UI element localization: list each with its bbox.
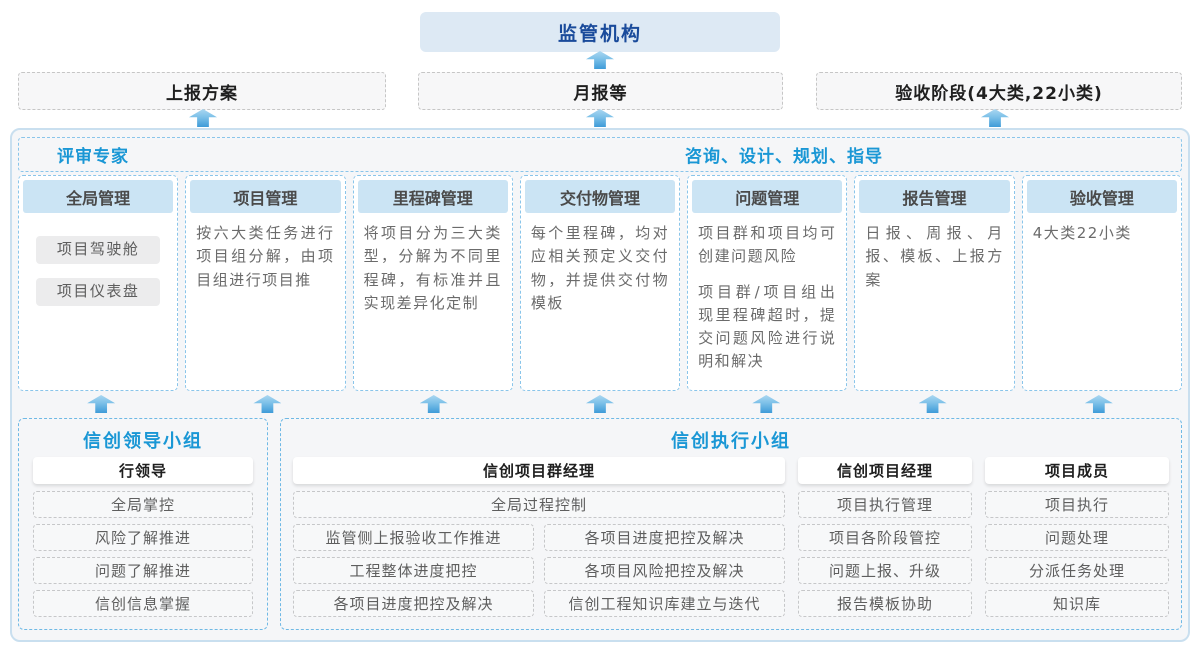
role-bar-program-manager: 信创项目群经理 [293,457,785,484]
regulator-box: 监管机构 [420,12,780,52]
duty-item: 各项目进度把控及解决 [293,590,534,617]
bottom-groups: 信创领导小组 行领导 全局掌控 风险了解推进 问题了解推进 信创信息掌握 信创执… [18,418,1182,630]
group-body: 信创项目群经理 全局过程控制 监管侧上报验收工作推进 各项目进度把控及解决 工程… [281,453,1181,623]
duty-item: 各项目风险把控及解决 [544,557,785,584]
column-paragraph: 项目群和项目均可创建问题风险 [698,224,837,266]
program-manager-duties: 监管侧上报验收工作推进 各项目进度把控及解决 工程整体进度把控 各项目风险把控及… [293,524,785,623]
column-global-management: 全局管理 项目驾驶舱 项目仪表盘 [18,175,179,391]
column-acceptance-management: 验收管理 4大类22小类 [1021,175,1182,391]
column-issue-management: 问题管理 项目群和项目均可创建问题风险 项目群/项目组出现里程碑超时，提交问题风… [687,175,848,391]
duty-item: 知识库 [985,590,1169,617]
group-body: 行领导 全局掌控 风险了解推进 问题了解推进 信创信息掌握 [19,453,267,617]
group-title: 信创执行小组 [671,431,791,452]
column-body: 项目群和项目均可创建问题风险 项目群/项目组出现里程碑超时，提交问题风险进行说明… [692,213,842,383]
up-arrow-icon [1084,395,1113,413]
platform-container: 评审专家 咨询、设计、规划、指导 全局管理 项目驾驶舱 项目仪表盘 项目管理 按… [10,128,1190,642]
banner-review-experts-label: 评审专家 [57,147,129,167]
column-project-management: 项目管理 按六大类任务进行项目组分解，由项目组进行项目推 [185,175,346,391]
role-bar-project-member: 项目成员 [985,457,1169,484]
duty-item: 工程整体进度把控 [293,557,534,584]
up-arrow-icon [981,109,1009,127]
column-title: 全局管理 [23,180,174,213]
duty-item: 项目执行管理 [798,491,972,518]
column-arrows-row [18,395,1182,415]
column-milestone-management: 里程碑管理 将项目分为三大类型，分解为不同里程碑，有标准并且实现差异化定制 [352,175,513,391]
column-paragraph: 按六大类任务进行项目组分解，由项目组进行项目推 [196,224,335,289]
column-title: 问题管理 [692,180,843,213]
flow-box-monthly-report: 月报等 [418,72,783,110]
duty-item: 报告模板协助 [798,590,972,617]
column-title: 项目管理 [190,180,341,213]
duty-item: 问题上报、升级 [798,557,972,584]
column-title: 验收管理 [1026,180,1177,213]
duty-item: 全局掌控 [33,491,253,518]
section-project-manager: 信创项目经理 项目执行管理 项目各阶段管控 问题上报、升级 报告模板协助 [798,457,972,623]
column-paragraph: 将项目分为三大类型，分解为不同里程碑，有标准并且实现差异化定制 [363,224,502,312]
column-title: 报告管理 [859,180,1010,213]
flow-box-acceptance-stage: 验收阶段(4大类,22小类) [816,72,1182,110]
chip-project-cockpit: 项目驾驶舱 [36,236,161,264]
duty-item: 问题处理 [985,524,1169,551]
column-body: 4大类22小类 [1027,213,1177,254]
up-arrow-icon [253,395,282,413]
duty-item: 信创工程知识库建立与迭代 [544,590,785,617]
column-body: 日报、周报、月报、模板、上报方案 [859,213,1009,301]
up-arrow-icon [918,395,947,413]
advisor-banner: 评审专家 咨询、设计、规划、指导 [18,137,1182,172]
management-columns: 全局管理 项目驾驶舱 项目仪表盘 项目管理 按六大类任务进行项目组分解，由项目组… [18,175,1182,391]
column-body: 项目驾驶舱 项目仪表盘 [23,213,173,315]
section-program-manager: 信创项目群经理 全局过程控制 监管侧上报验收工作推进 各项目进度把控及解决 工程… [293,457,785,623]
banner-consulting-label: 咨询、设计、规划、指导 [685,147,883,167]
up-arrow-icon [189,109,217,127]
duty-item: 信创信息掌握 [33,590,253,617]
duty-item: 项目执行 [985,491,1169,518]
duty-item: 问题了解推进 [33,557,253,584]
column-deliverable-management: 交付物管理 每个里程碑，均对应相关预定义交付物，并提供交付物模板 [519,175,681,391]
column-paragraph: 日报、周报、月报、模板、上报方案 [865,224,1004,289]
column-body: 按六大类任务进行项目组分解，由项目组进行项目推 [190,213,340,301]
duty-item: 分派任务处理 [985,557,1169,584]
duty-item: 全局过程控制 [293,491,785,518]
column-title: 交付物管理 [524,180,676,213]
duty-item: 风险了解推进 [33,524,253,551]
column-paragraph: 每个里程碑，均对应相关预定义交付物，并提供交付物模板 [530,224,670,312]
column-body: 每个里程碑，均对应相关预定义交付物，并提供交付物模板 [525,213,675,324]
column-paragraph: 4大类22小类 [1032,224,1132,242]
column-report-management: 报告管理 日报、周报、月报、模板、上报方案 [854,175,1015,391]
up-arrow-icon [585,395,614,413]
flow-box-report-plan: 上报方案 [18,72,386,110]
group-leadership: 信创领导小组 行领导 全局掌控 风险了解推进 问题了解推进 信创信息掌握 [18,418,268,630]
up-arrow-icon [87,395,116,413]
up-arrow-icon [586,51,614,69]
section-project-member: 项目成员 项目执行 问题处理 分派任务处理 知识库 [985,457,1169,623]
up-arrow-icon [419,395,448,413]
role-bar-project-manager: 信创项目经理 [798,457,972,484]
column-body: 将项目分为三大类型，分解为不同里程碑，有标准并且实现差异化定制 [358,213,508,324]
role-bar-bank-leader: 行领导 [33,457,253,484]
column-title: 里程碑管理 [357,180,508,213]
group-execution: 信创执行小组 信创项目群经理 全局过程控制 监管侧上报验收工作推进 各项目进度把… [280,418,1182,630]
chip-project-dashboard: 项目仪表盘 [36,278,161,306]
column-paragraph: 项目群/项目组出现里程碑超时，提交问题风险进行说明和解决 [698,282,837,371]
duty-item: 项目各阶段管控 [798,524,972,551]
up-arrow-icon [586,109,614,127]
up-arrow-icon [752,395,781,413]
duty-item: 监管侧上报验收工作推进 [293,524,534,551]
group-title: 信创领导小组 [83,431,203,452]
duty-item: 各项目进度把控及解决 [544,524,785,551]
